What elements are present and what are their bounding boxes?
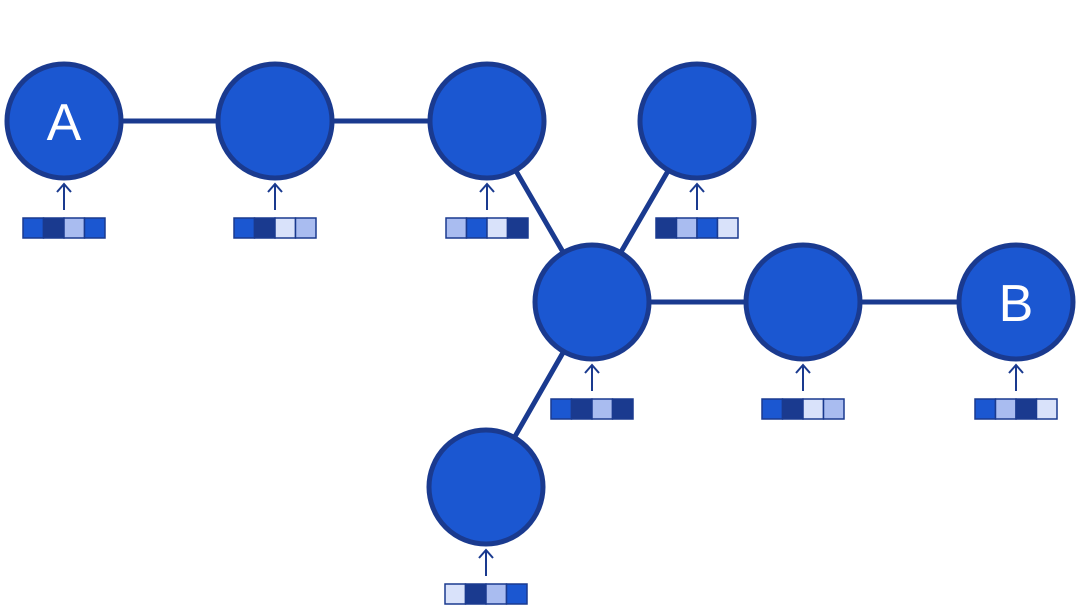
embedding-cell [570, 398, 593, 420]
embedding-cell [22, 217, 45, 239]
embedding-cell [611, 398, 634, 420]
arrow-head-icon [478, 548, 494, 559]
embedding-cell [485, 583, 508, 605]
embedding-cell [83, 217, 106, 239]
arrow-head-icon [584, 363, 600, 374]
node-n6 [743, 242, 863, 362]
node-n4 [637, 61, 757, 181]
embedding-cell [506, 217, 529, 239]
embedding-group-n2 [233, 182, 317, 239]
embedding-cell [505, 583, 528, 605]
embedding-group-n4 [655, 182, 739, 239]
node-n1 [4, 61, 124, 181]
embedding-group-n1 [22, 182, 106, 239]
embedding-group-n7 [974, 363, 1058, 420]
arrow-head-icon [267, 182, 283, 193]
node-n2 [215, 61, 335, 181]
embedding-cell [233, 217, 256, 239]
embedding-cell [675, 217, 698, 239]
embedding-group-n3 [445, 182, 529, 239]
embedding-group-n5 [550, 363, 634, 420]
embedding-cell [716, 217, 739, 239]
node-n8 [426, 427, 546, 547]
node-n3 [427, 61, 547, 181]
embedding-cell [465, 217, 488, 239]
embedding-cell [974, 398, 997, 420]
embedding-cell [42, 217, 65, 239]
node-n5 [532, 242, 652, 362]
node-n7 [956, 242, 1076, 362]
embedding-cell [444, 583, 467, 605]
embedding-cell [253, 217, 276, 239]
nodes-layer: AB [4, 61, 1076, 547]
embedding-cell [486, 217, 509, 239]
embedding-cell [1015, 398, 1038, 420]
embedding-cell [591, 398, 614, 420]
embedding-cell [802, 398, 825, 420]
embedding-cell [696, 217, 719, 239]
embedding-cell [822, 398, 845, 420]
arrow-head-icon [56, 182, 72, 193]
node-label-n7: B [999, 275, 1034, 333]
embedding-cell [63, 217, 86, 239]
arrow-head-icon [795, 363, 811, 374]
arrow-head-icon [1008, 363, 1024, 374]
embedding-cell [294, 217, 317, 239]
node-label-n1: A [47, 94, 82, 152]
embedding-cell [761, 398, 784, 420]
embedding-cell [1035, 398, 1058, 420]
arrow-head-icon [689, 182, 705, 193]
embedding-cell [994, 398, 1017, 420]
embedding-cell [655, 217, 678, 239]
embedding-group-n6 [761, 363, 845, 420]
embedding-cell [274, 217, 297, 239]
embedding-group-n8 [444, 548, 528, 605]
embedding-cell [445, 217, 468, 239]
embedding-cell [781, 398, 804, 420]
embedding-cell [550, 398, 573, 420]
embeddings-layer [22, 182, 1058, 605]
embedding-cell [464, 583, 487, 605]
arrow-head-icon [479, 182, 495, 193]
